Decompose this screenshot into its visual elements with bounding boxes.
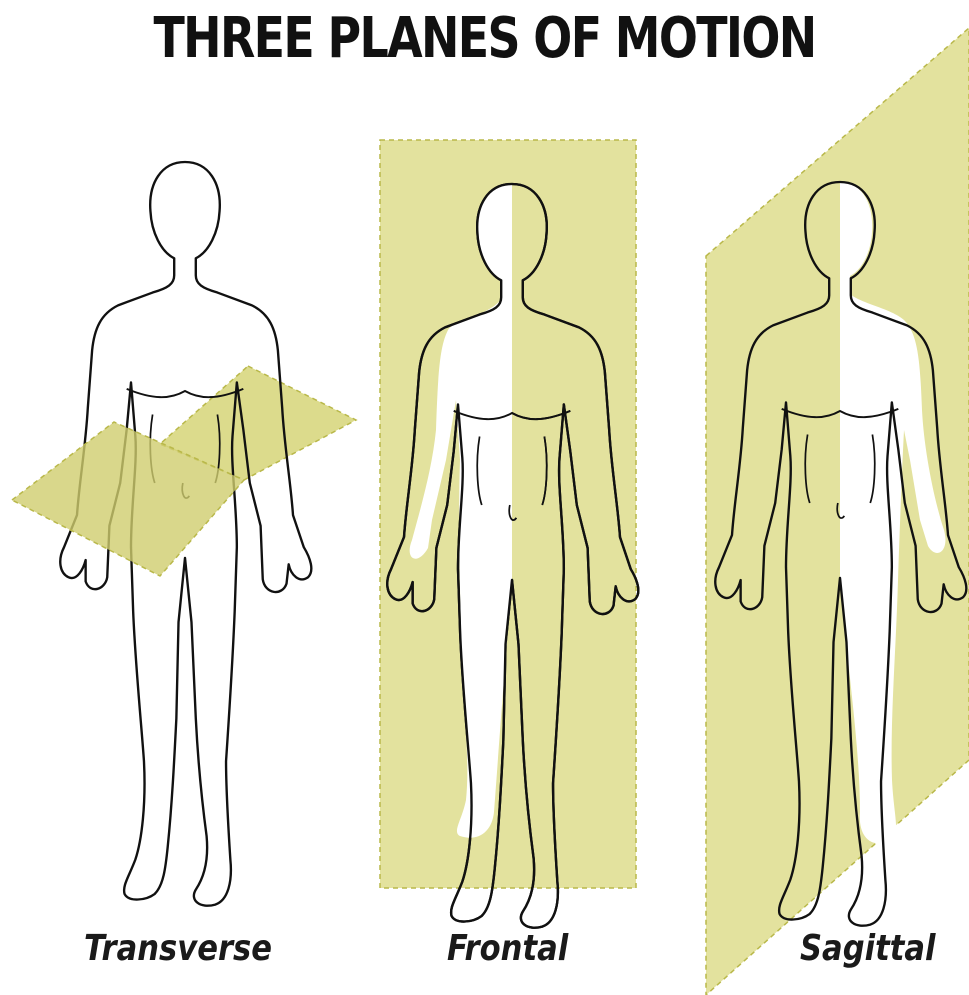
label-frontal: Frontal [447, 924, 568, 974]
label-sagittal: Sagittal [800, 924, 935, 974]
diagram-title: THREE PLANES OF MOTION [87, 4, 882, 74]
label-transverse: Transverse [84, 924, 272, 974]
